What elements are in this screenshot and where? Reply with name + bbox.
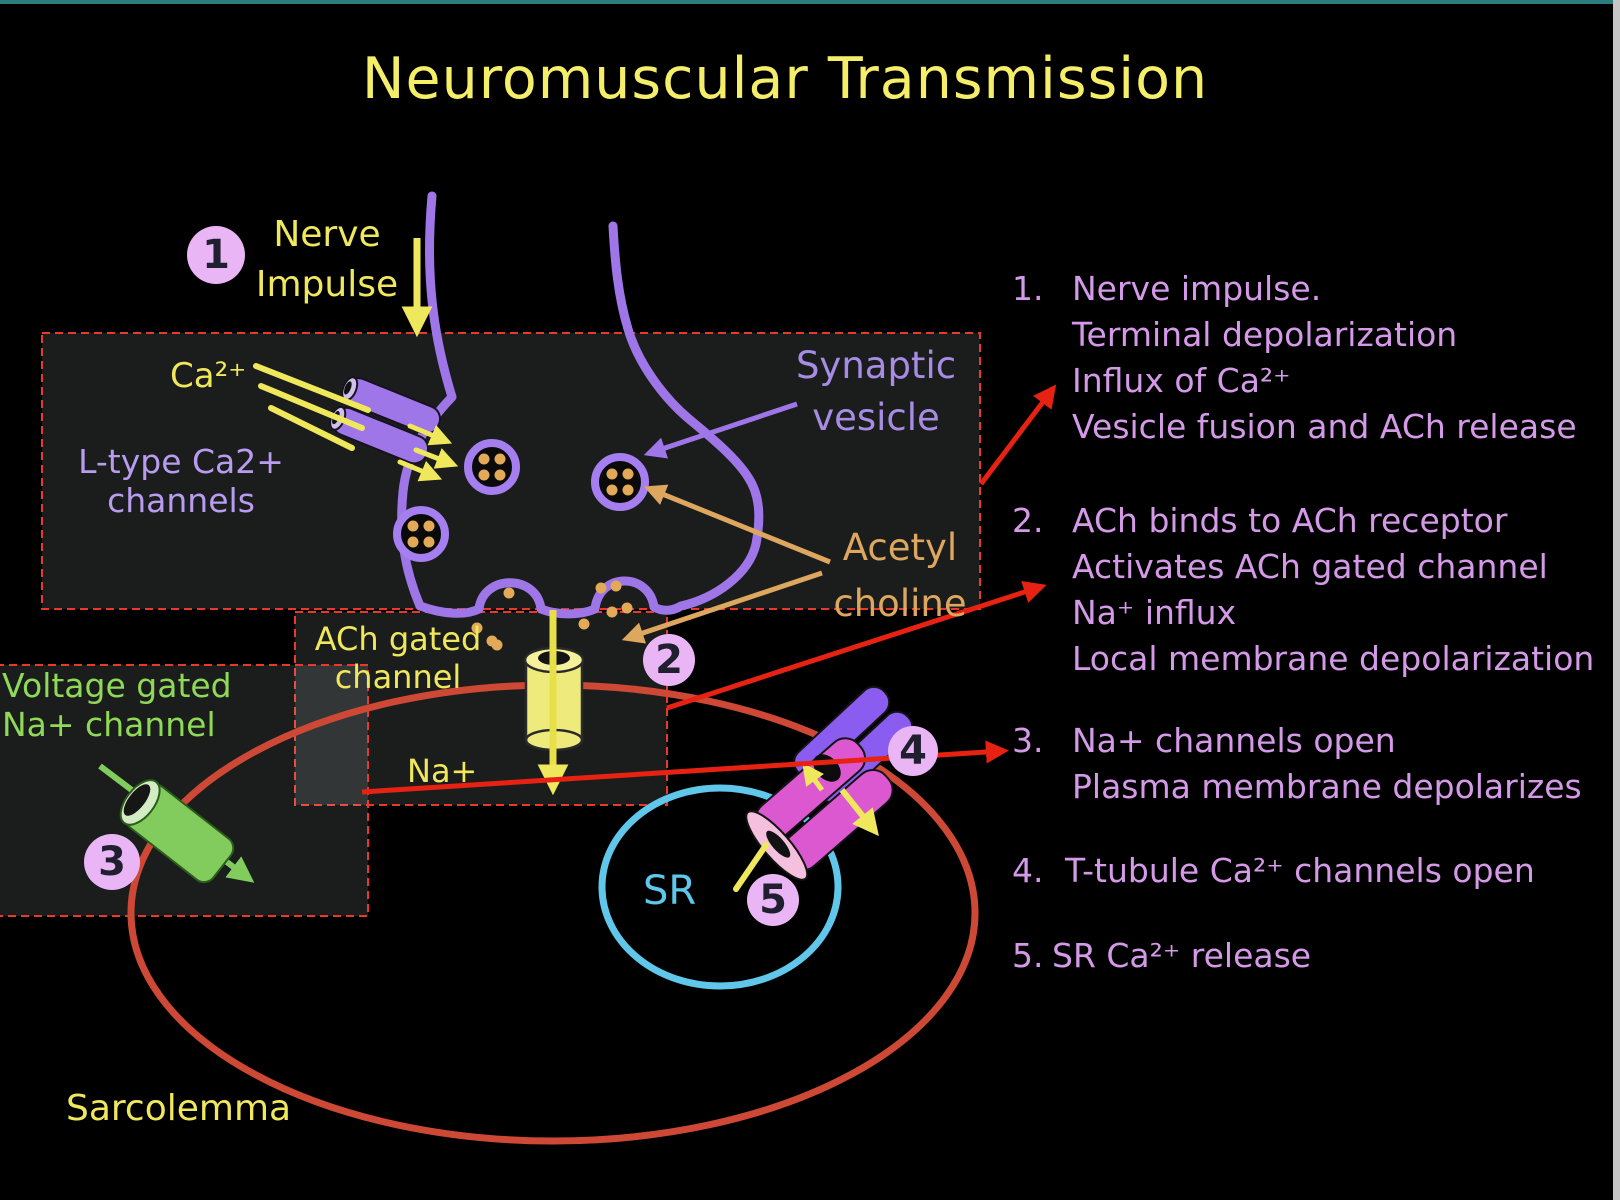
list-item-1-text: Nerve impulse. Terminal depolarization I… [1072,266,1577,450]
list-line: Na+ channels open [1072,721,1396,760]
list-item-4-number: 4. [1012,851,1044,890]
ca-influx-arrows [397,423,459,482]
sarcolemma-label: Sarcolemma [66,1088,292,1129]
acetyl-line2: choline [833,582,967,625]
list-line: Activates ACh gated channel [1072,547,1548,586]
nerve-impulse-line1: Nerve [273,214,381,255]
list-item-2-number: 2. [1012,501,1044,540]
list-line: Local membrane depolarization [1072,639,1595,678]
list-item-4: 4. T-tubule Ca²⁺ channels open [1012,848,1535,894]
step-marker-2: 2 [643,634,695,686]
voltage-gated-na-channel [98,763,255,884]
acetyl-line1: Acetyl [842,526,958,569]
synaptic-line2: vesicle [812,396,940,439]
list-line: Nerve impulse. [1072,269,1322,308]
list-item-3-text: Na+ channels open Plasma membrane depola… [1072,718,1582,810]
top-teal-bar [0,0,1613,4]
list-line: Vesicle fusion and ACh release [1072,407,1577,446]
list-line: ACh binds to ACh receptor [1072,501,1508,540]
sr-label: SR [643,868,697,914]
acetylcholine-pointers [621,484,831,644]
red-arrow-step1 [979,384,1057,486]
list-line: Na⁺ influx [1072,593,1237,632]
sr-link-line [733,842,769,892]
scrollbar[interactable] [1613,0,1620,1200]
na-channel-region-box [0,664,369,917]
list-line: Terminal depolarization [1072,315,1458,354]
synaptic-vesicle-label: Synaptic vesicle [770,340,982,444]
step-marker-3: 3 [84,834,140,890]
list-line: Influx of Ca²⁺ [1072,361,1291,400]
list-item-1-number: 1. [1012,269,1044,308]
ach-gated-line2: channel [334,658,462,696]
list-item-5-text: SR Ca²⁺ release [1052,933,1311,979]
ttubule-ca-channel [733,685,914,892]
list-item-5-number: 5. [1012,936,1044,975]
list-item-2: 2. ACh binds to ACh receptor Activates A… [1012,498,1594,682]
list-item-1: 1. Nerve impulse. Terminal depolarizatio… [1012,266,1577,450]
step-marker-4: 4 [888,726,938,776]
ca-influx-streaks [253,363,371,451]
nerve-impulse-line2: Impulse [255,264,399,305]
ltype-line1: L-type Ca2+ [78,442,284,481]
sr-circle [598,784,842,990]
step-marker-1: 1 [187,226,245,284]
list-item-5: 5. SR Ca²⁺ release [1012,933,1311,979]
list-item-3-number: 3. [1012,721,1044,760]
step-marker-5: 5 [747,874,799,926]
synaptic-vesicle-pointer [643,401,798,459]
synaptic-line1: Synaptic [795,344,957,387]
list-item-3: 3. Na+ channels open Plasma membrane dep… [1012,718,1582,810]
ltype-channel-label: L-type Ca2+channels [65,442,297,520]
ach-gated-channel [523,610,585,796]
slide-title: Neuromuscular Transmission [361,46,1209,112]
list-line: T-tubule Ca²⁺ channels open [1065,851,1535,890]
ca-entry-mini-arrow [802,762,825,792]
list-line: SR Ca²⁺ release [1052,936,1312,975]
synaptic-vesicles [393,439,649,562]
list-item-2-text: ACh binds to ACh receptor Activates ACh … [1072,498,1594,682]
ltype-line2: channels [107,481,255,520]
red-arrow-step2 [666,581,1047,711]
voltage-line2: Na+ channel [2,705,216,744]
list-line: Plasma membrane depolarizes [1072,767,1582,806]
voltage-line1: Voltage gated [2,666,232,705]
ca-label: Ca²⁺ [170,356,247,396]
list-item-4-text: T-tubule Ca²⁺ channels open [1065,848,1535,894]
ca-out-arrow [839,788,879,837]
na-label: Na+ [407,752,478,790]
acetylcholine-label: Acetyl choline [800,520,1000,632]
ach-gated-line1: ACh gated [314,620,482,658]
